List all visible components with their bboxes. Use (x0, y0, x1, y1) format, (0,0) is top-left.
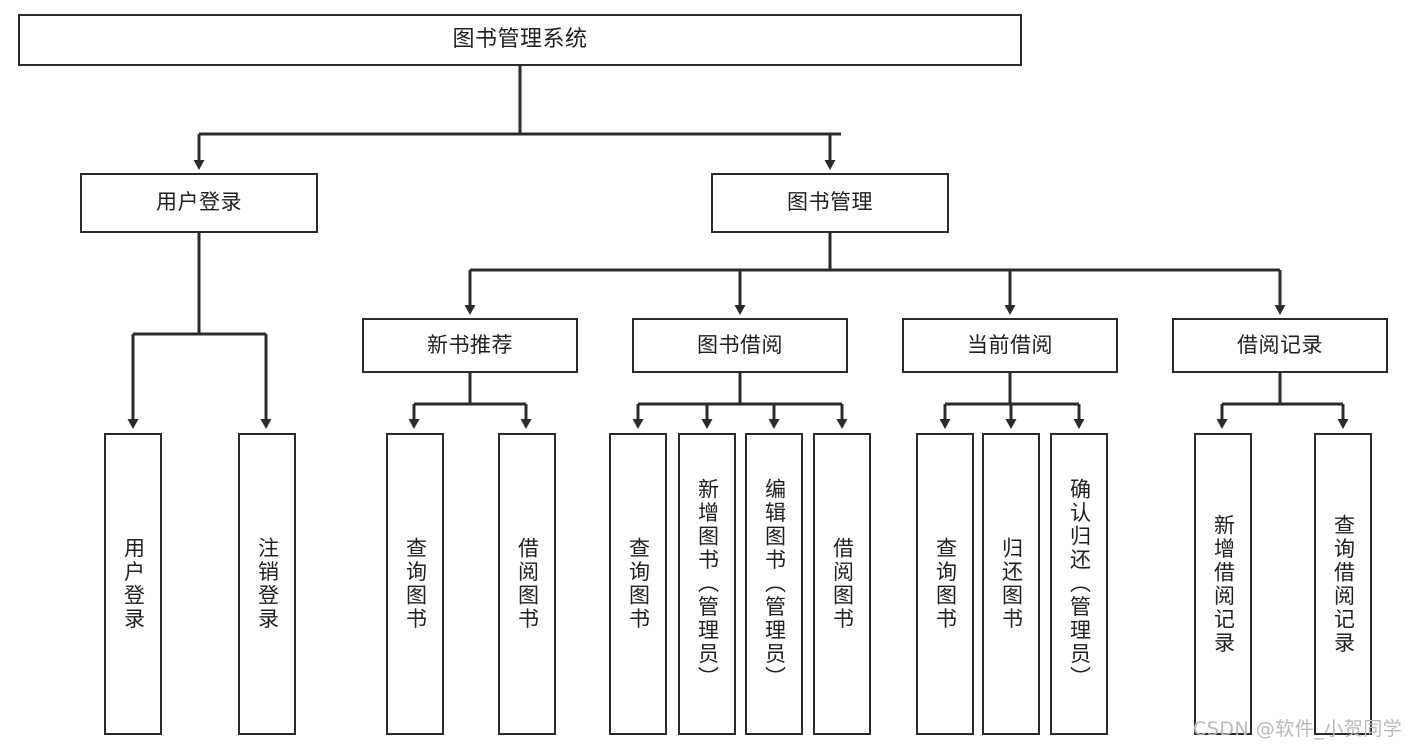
node-label: 借阅图书 (830, 537, 855, 631)
node-leaf-query-book-borrow[interactable]: 查询图书 (609, 433, 667, 735)
node-leaf-edit-book-admin[interactable]: 编辑图书（管理员） (745, 433, 803, 735)
node-new-book-recommend[interactable]: 新书推荐 (362, 318, 578, 373)
node-label: 查询图书 (626, 537, 651, 631)
node-leaf-add-borrow-record[interactable]: 新增借阅记录 (1194, 433, 1252, 735)
node-label: 图书管理系统 (452, 26, 588, 52)
node-label: 新增图书（管理员） (695, 478, 720, 690)
node-label: 借阅图书 (515, 537, 540, 631)
node-label: 新书推荐 (427, 332, 513, 357)
node-label: 图书管理 (787, 190, 873, 215)
node-label: 用户登录 (121, 537, 146, 631)
node-user-login[interactable]: 用户登录 (80, 173, 318, 233)
node-leaf-user-login[interactable]: 用户登录 (104, 433, 162, 735)
node-leaf-logout[interactable]: 注销登录 (238, 433, 296, 735)
node-current-borrow[interactable]: 当前借阅 (902, 318, 1118, 373)
node-label: 归还图书 (999, 537, 1024, 631)
node-label: 用户登录 (156, 190, 242, 215)
node-label: 注销登录 (255, 537, 280, 631)
node-label: 新增借阅记录 (1211, 513, 1236, 655)
node-leaf-borrow-book-new[interactable]: 借阅图书 (498, 433, 556, 735)
node-label: 当前借阅 (967, 332, 1053, 357)
node-label: 查询图书 (933, 537, 958, 631)
node-label: 确认归还（管理员） (1067, 478, 1092, 690)
node-leaf-query-borrow-record[interactable]: 查询借阅记录 (1314, 433, 1372, 735)
node-leaf-query-book-new[interactable]: 查询图书 (386, 433, 444, 735)
node-label: 查询借阅记录 (1331, 513, 1356, 655)
node-book-management[interactable]: 图书管理 (711, 173, 949, 233)
node-leaf-return-book[interactable]: 归还图书 (982, 433, 1040, 735)
node-leaf-query-book-current[interactable]: 查询图书 (916, 433, 974, 735)
node-leaf-borrow-book[interactable]: 借阅图书 (813, 433, 871, 735)
watermark-text: CSDN @软件_小贺同学 (1193, 718, 1403, 740)
node-label: 借阅记录 (1237, 332, 1323, 357)
node-leaf-confirm-return-admin[interactable]: 确认归还（管理员） (1050, 433, 1108, 735)
node-label: 查询图书 (403, 537, 428, 631)
node-root-book-management-system[interactable]: 图书管理系统 (18, 14, 1022, 66)
node-leaf-add-book-admin[interactable]: 新增图书（管理员） (678, 433, 736, 735)
node-borrow-record[interactable]: 借阅记录 (1172, 318, 1388, 373)
node-label: 图书借阅 (697, 332, 783, 357)
node-book-borrow[interactable]: 图书借阅 (632, 318, 848, 373)
node-label: 编辑图书（管理员） (762, 478, 787, 690)
